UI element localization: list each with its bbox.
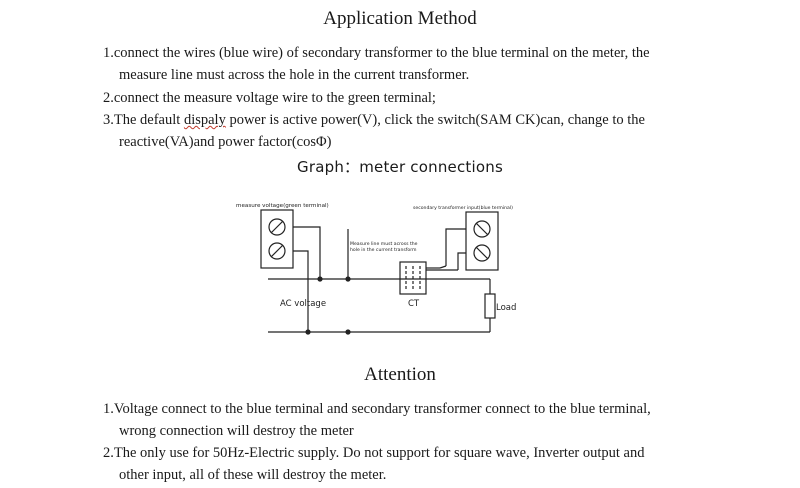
terminal-screw-icon xyxy=(268,218,286,236)
load-resistor xyxy=(484,293,496,319)
step-1: 1.connect the wires (blue wire) of secon… xyxy=(103,42,703,86)
attention-title: Attention xyxy=(364,364,436,385)
meter-connection-diagram: measure voltage(green terminal) secondar… xyxy=(236,203,516,335)
label-ct: CT xyxy=(408,299,420,309)
graph-title: Graph：meter connections xyxy=(297,158,503,176)
blue-terminal-block xyxy=(465,211,499,271)
attention-2-line-1: 2.The only use for 50Hz-Electric supply.… xyxy=(103,445,645,461)
step-1-line-1: 1.connect the wires (blue wire) of secon… xyxy=(103,45,650,61)
step-2: 2.connect the measure voltage wire to th… xyxy=(103,87,703,109)
attention-1-line-1: 1.Voltage connect to the blue terminal a… xyxy=(103,401,651,417)
step-3-line-2: reactive(VA)and power factor(cosΦ) xyxy=(119,134,332,150)
label-ac-voltage: AC voltage xyxy=(280,299,326,309)
terminal-screw-icon xyxy=(473,244,491,262)
label-secondary-transformer: secondary transformer input(blue termina… xyxy=(413,205,513,211)
step-3-text-c: power is active power(V), click the swit… xyxy=(225,112,645,128)
label-measure-note-1: Measure line must across the xyxy=(350,241,418,247)
terminal-screw-icon xyxy=(473,220,491,238)
step-3-line-1: 3.The default dispaly power is active po… xyxy=(103,109,703,131)
label-measure-note-2: hole in the current transform xyxy=(350,247,417,253)
terminal-screw-icon xyxy=(268,242,286,260)
step-3-text-a: 3.The default xyxy=(103,112,184,128)
step-2-line-1: 2.connect the measure voltage wire to th… xyxy=(103,90,436,106)
misspelled-word: dispaly xyxy=(183,112,226,128)
label-measure-voltage: measure voltage(green terminal) xyxy=(236,203,329,209)
green-terminal-block xyxy=(260,209,294,269)
attention-1: 1.Voltage connect to the blue terminal a… xyxy=(103,398,703,442)
step-3: 3.The default dispaly power is active po… xyxy=(103,109,703,153)
attention-1-line-2: wrong connection will destroy the meter xyxy=(119,423,354,439)
label-load: Load xyxy=(496,303,516,313)
attention-2-line-2: other input, all of these will destroy t… xyxy=(119,467,387,483)
current-transformer xyxy=(399,261,427,295)
page-title: Application Method xyxy=(323,8,477,29)
attention-2: 2.The only use for 50Hz-Electric supply.… xyxy=(103,442,703,486)
step-1-line-2: measure line must across the hole in the… xyxy=(119,67,470,83)
